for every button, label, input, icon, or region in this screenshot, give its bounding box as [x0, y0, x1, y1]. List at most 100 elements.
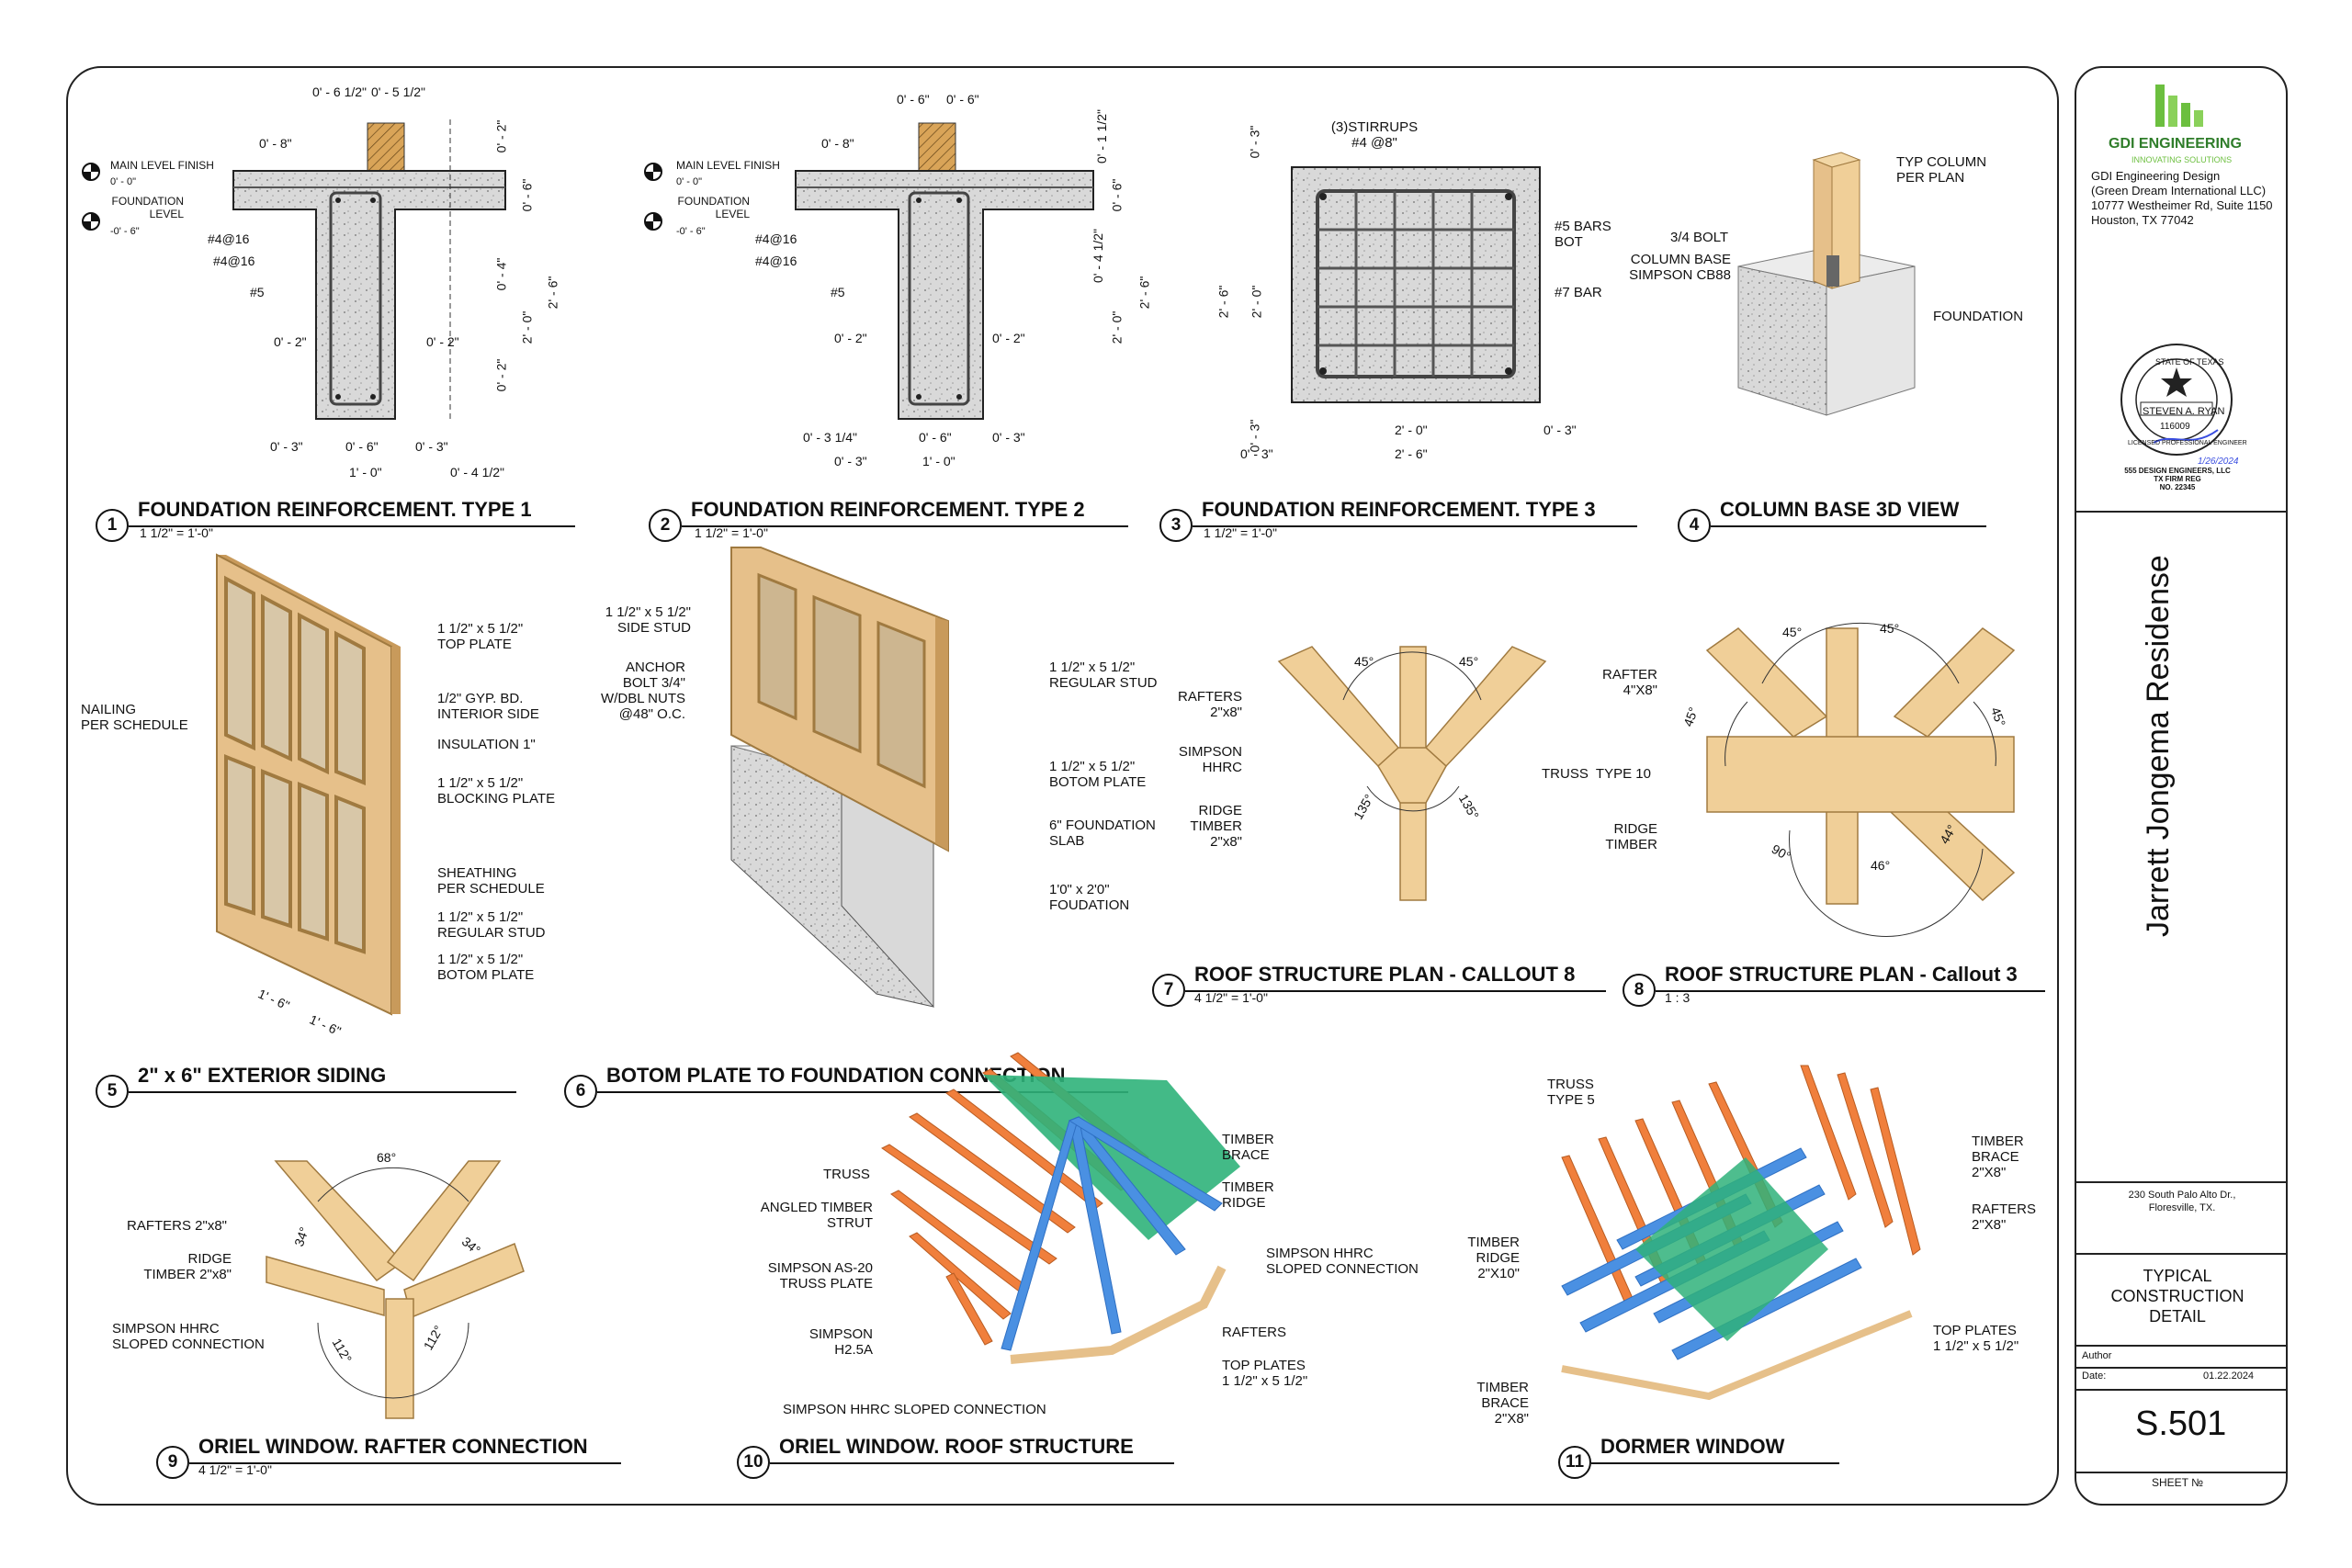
callout-label: #5 BARS BOT — [1555, 219, 1611, 250]
callout-label: 1 1/2" x 5 1/2" REGULAR STUD — [437, 909, 546, 941]
view-title: COLUMN BASE 3D VIEW — [1720, 498, 1960, 521]
callout-label: RIDGE TIMBER 2"x8" — [143, 1251, 232, 1282]
dimension: 0' - 3 1/4" — [803, 430, 858, 445]
rebar-label: #4@16 — [755, 254, 797, 268]
callout-label: RAFTERS 2"x8" — [127, 1218, 228, 1234]
dimension: 0' - 2" — [493, 358, 509, 392]
callout-label: 1 1/2" x 5 1/2" BLOCKING PLATE — [437, 775, 556, 807]
view-number: 8 — [1623, 974, 1656, 1007]
callout-label: TRUSS TYPE 5 — [1547, 1077, 1595, 1108]
callout-label: TRUSS TYPE 10 — [1542, 766, 1651, 782]
dimension: 0' - 6 1/2" — [312, 85, 368, 99]
dimension: 0' - 4 1/2" — [450, 465, 505, 479]
level-label: MAIN LEVEL FINISH — [110, 159, 214, 172]
dimension: 2' - 6" — [1395, 446, 1428, 461]
callout-label: TIMBER BRACE 2"X8" — [1972, 1134, 2024, 1180]
level-elevation: 0' - 0" — [676, 176, 703, 187]
callout-label: ANCHOR BOLT 3/4" W/DBL NUTS @48" O.C. — [601, 660, 685, 722]
callout-label: 1'0" x 2'0" FOUDATION — [1049, 882, 1130, 913]
callout-label: SIMPSON AS-20 TRUSS PLATE — [767, 1260, 873, 1292]
callout-label: COLUMN BASE SIMPSON CB88 — [1629, 252, 1731, 283]
callout-label: 6" FOUNDATION SLAB — [1049, 818, 1156, 849]
dimension: 0' - 6" — [946, 92, 979, 107]
dimension: 1' - 0" — [349, 465, 382, 479]
view-scale: 1 1/2" = 1'-0" — [140, 525, 213, 540]
callout-label: #7 BAR — [1555, 285, 1602, 300]
author-label: Author — [2082, 1350, 2112, 1361]
callout-label: TIMBER RIDGE 2"X10" — [1467, 1235, 1520, 1281]
angle-label: 45° — [1459, 654, 1479, 669]
tb-divider — [2076, 1367, 2286, 1369]
dimension: 0' - 3" — [1544, 423, 1577, 437]
roof-plan-callout8 — [1277, 646, 1547, 901]
view-number: 10 — [737, 1446, 770, 1479]
level-label: FOUNDATION LEVEL — [111, 195, 184, 220]
logo-name: GDI ENGINEERING — [2109, 136, 2242, 152]
angle-label: 45° — [1880, 621, 1900, 636]
dimension: 2' - 0" — [519, 310, 535, 344]
dimension: 0' - 3" — [270, 439, 303, 454]
view-title: 2" x 6" EXTERIOR SIDING — [138, 1064, 387, 1087]
callout-label: SIMPSON HHRC — [1178, 744, 1242, 775]
dimension: 2' - 6" — [1216, 285, 1231, 319]
view-title-line — [129, 525, 575, 527]
sheet-title: TYPICAL CONSTRUCTION DETAIL — [2110, 1267, 2245, 1325]
dimension: 0' - 4" — [493, 257, 509, 291]
view-scale: 4 1/2" = 1'-0" — [1194, 990, 1268, 1005]
angle-label: 46° — [1871, 858, 1891, 873]
callout-label: TYP COLUMN PER PLAN — [1896, 154, 1987, 186]
dimension: 0' - 2" — [493, 119, 509, 153]
dimension: 0' - 8" — [821, 136, 854, 151]
angle-label: 45° — [1354, 654, 1374, 669]
view-title-line — [1193, 525, 1637, 527]
callout-label: 1 1/2" x 5 1/2" BOTOM PLATE — [437, 952, 535, 983]
column-base-3d — [1737, 152, 1916, 416]
view-number: 4 — [1678, 509, 1711, 542]
dimension: 0' - 2" — [274, 334, 307, 349]
gdi-logo-icon — [2155, 85, 2203, 127]
callout-label: ANGLED TIMBER STRUT — [760, 1200, 873, 1231]
callout-label: RIDGE TIMBER 2"x8" — [1190, 803, 1242, 850]
dimension: 0' - 2" — [426, 334, 459, 349]
view-title-line — [1591, 1462, 1839, 1464]
callout-label: TIMBER BRACE 2"X8" — [1476, 1380, 1529, 1427]
level-marker-icon — [82, 163, 100, 181]
dimension: 0' - 3" — [992, 430, 1025, 445]
rebar-label: #4@16 — [755, 231, 797, 246]
date-value: 01.22.2024 — [2203, 1371, 2255, 1382]
view-title: DORMER WINDOW — [1600, 1435, 1785, 1458]
callout-label: SIMPSON HHRC SLOPED CONNECTION — [112, 1321, 265, 1352]
seal-license-number: 116009 — [2160, 422, 2190, 432]
sheet-number: S.501 — [2135, 1404, 2227, 1443]
view-title: ROOF STRUCTURE PLAN - CALLOUT 8 — [1194, 963, 1576, 986]
dimension: 0' - 6" — [345, 439, 379, 454]
callout-label: RAFTERS 2"X8" — [1972, 1201, 2037, 1233]
view-number: 1 — [96, 509, 129, 542]
tb-divider — [2076, 1345, 2286, 1347]
rebar-label: #5 — [250, 285, 265, 299]
callout-label: INSULATION 1" — [437, 737, 536, 752]
seal-signature-date: 1/26/2024 — [2198, 457, 2239, 467]
exterior-siding-wall — [216, 553, 401, 1016]
tb-divider — [2076, 511, 2286, 513]
rebar-label: #5 — [831, 285, 845, 299]
callout-label: 1 1/2" x 5 1/2" SIDE STUD — [605, 604, 691, 636]
callout-label: TIMBER BRACE — [1222, 1132, 1274, 1163]
level-elevation: -0' - 6" — [676, 226, 706, 237]
view-title-line — [129, 1091, 516, 1093]
callout-label: 1/2" GYP. BD. INTERIOR SIDE — [437, 691, 539, 722]
view-number: 7 — [1152, 974, 1185, 1007]
level-elevation: 0' - 0" — [110, 176, 137, 187]
view-title: ROOF STRUCTURE PLAN - Callout 3 — [1665, 963, 2018, 986]
view-title: ORIEL WINDOW. ROOF STRUCTURE — [779, 1435, 1134, 1458]
view-scale: 1 1/2" = 1'-0" — [1204, 525, 1277, 540]
callout-label: TOP PLATES 1 1/2" x 5 1/2" — [1222, 1358, 1308, 1389]
logo-tagline: INNOVATING SOLUTIONS — [2132, 155, 2233, 164]
dimension: 0' - 3" — [415, 439, 448, 454]
dimension: 0' - 4 1/2" — [1091, 228, 1106, 284]
level-marker-icon — [644, 212, 662, 231]
view-scale: 1 : 3 — [1665, 990, 1690, 1005]
view-title: FOUNDATION REINFORCEMENT. TYPE 3 — [1202, 498, 1596, 521]
project-name: Jarrett Jongema Residense — [2141, 555, 2176, 937]
dimension: 0' - 3" — [1240, 446, 1273, 461]
